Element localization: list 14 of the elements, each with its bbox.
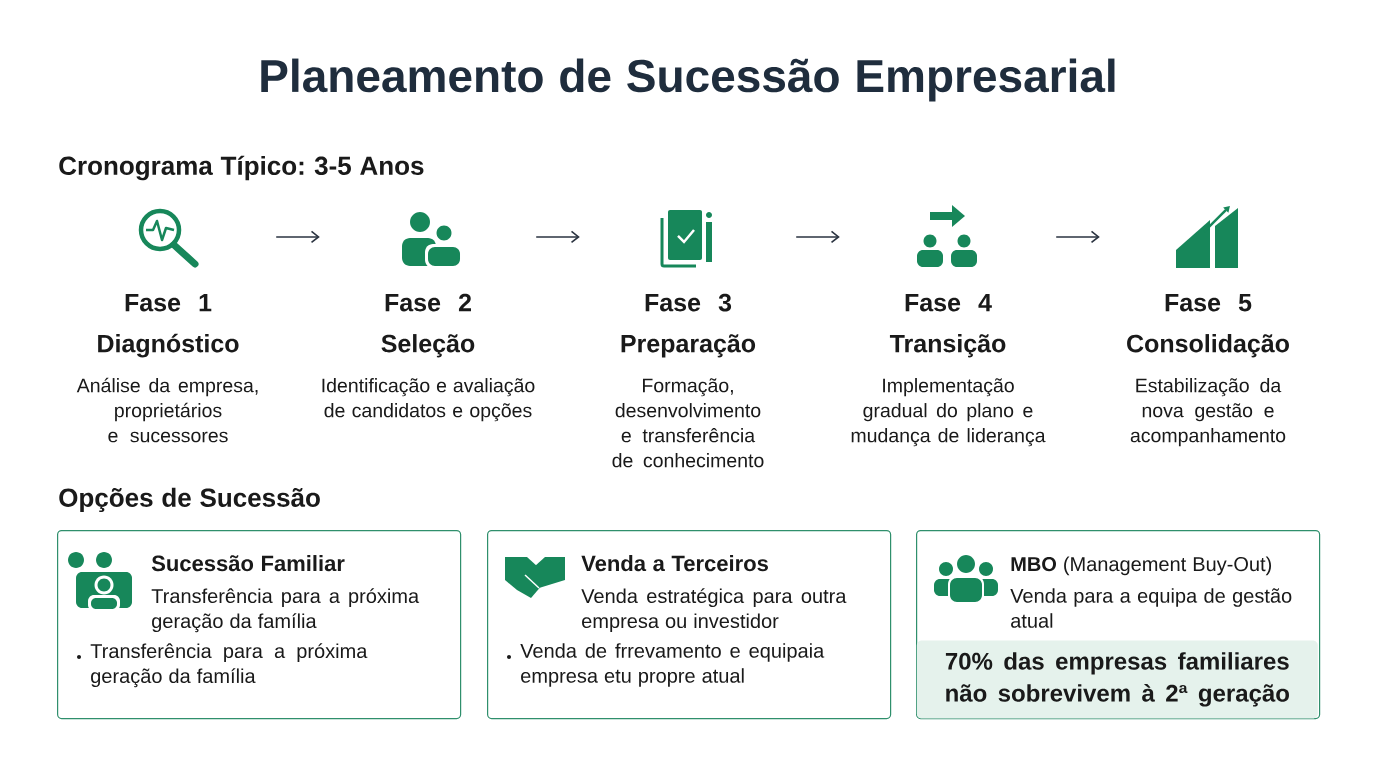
phase-step: Fase 2 Seleção Identificação e avaliação de candidatos e opções <box>322 293 535 422</box>
arrow <box>275 230 320 244</box>
phase-step: Fase 1 Diagnóstico Análise da empresa, proprietários e sucessores <box>76 294 258 443</box>
phase-step: Fase 5 Consolidação Estabilização da nova gestão e acompanhamento <box>1127 294 1289 447</box>
section-heading: Cronograma Típico: 3-5 Anos <box>59 155 424 181</box>
arrow <box>1055 230 1100 244</box>
statistic-callout: 70% das empresas familiares não sobrevivem à 2ª geração <box>916 640 1318 719</box>
option-card: Sucessão Familiar Transferência para a próxima geração da família Transferência para a próxima geração da família <box>57 530 462 720</box>
phase-step: Fase 4 Transição Implementação gradual do plano e mudança de liderança <box>851 294 1046 447</box>
option-card: Venda a Terceiros Venda estratégica para outra empresa ou investidor Venda de frrevamento e equipaia empresa etu propre atual <box>487 530 892 720</box>
title: Planeamento de Sucessão Empresarial <box>261 58 1115 102</box>
arrow <box>535 230 580 244</box>
arrow <box>795 230 840 244</box>
phase-step: Fase 3 Preparação Formação, desenvolvimento e transferência de conhecimento <box>612 293 764 468</box>
